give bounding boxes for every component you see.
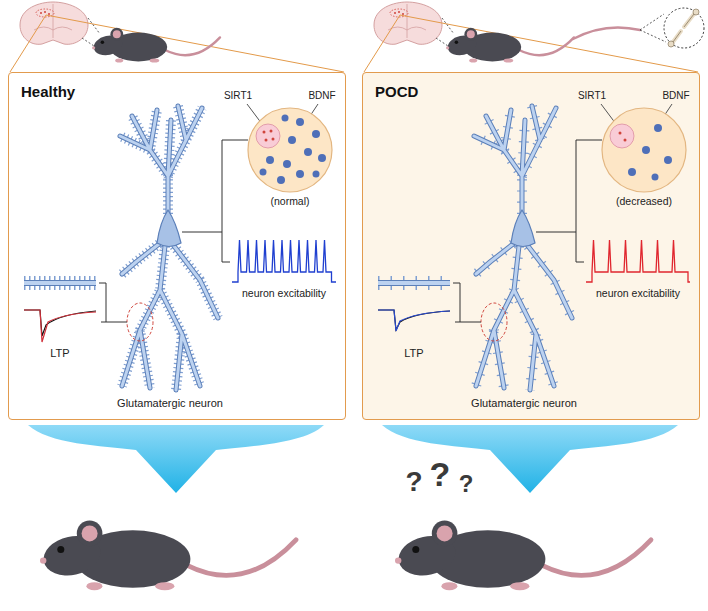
question-mark: ?: [430, 455, 451, 494]
level-note: (normal): [270, 195, 309, 207]
healthy-mouse: [40, 521, 296, 591]
protein-label: BDNF: [662, 90, 689, 102]
panel-ground: [8, 72, 346, 420]
panel-box: Healthy: [8, 72, 346, 420]
level-note: (decreased): [616, 195, 672, 207]
down-arrow: [382, 425, 678, 493]
cell-label: Glutamatergic neuron: [117, 397, 223, 410]
panel-heading: Healthy: [21, 83, 75, 100]
protein-label: BDNF: [308, 90, 335, 102]
top-left-scene: [10, 2, 344, 72]
protein-label: SIRT1: [578, 90, 606, 102]
panel-ground: [362, 72, 700, 420]
trace-label: LTP: [50, 347, 69, 360]
cell-label: Glutamatergic neuron: [471, 397, 577, 410]
healthy-neuron: [24, 104, 336, 390]
pocd-neuron: [378, 104, 690, 390]
question-mark: ?: [405, 466, 422, 498]
pocd-mouse: [395, 521, 651, 591]
trace-label: neuron excitability: [242, 287, 326, 299]
protein-label: SIRT1: [224, 90, 252, 102]
question-mark: ?: [459, 470, 474, 498]
top-right-scene: [364, 2, 704, 72]
panel-heading: POCD: [375, 83, 418, 100]
down-arrow: [28, 425, 324, 493]
trace-label: neuron excitability: [596, 287, 680, 299]
trace-label: LTP: [404, 347, 423, 360]
panel-box: POCD: [362, 72, 700, 420]
